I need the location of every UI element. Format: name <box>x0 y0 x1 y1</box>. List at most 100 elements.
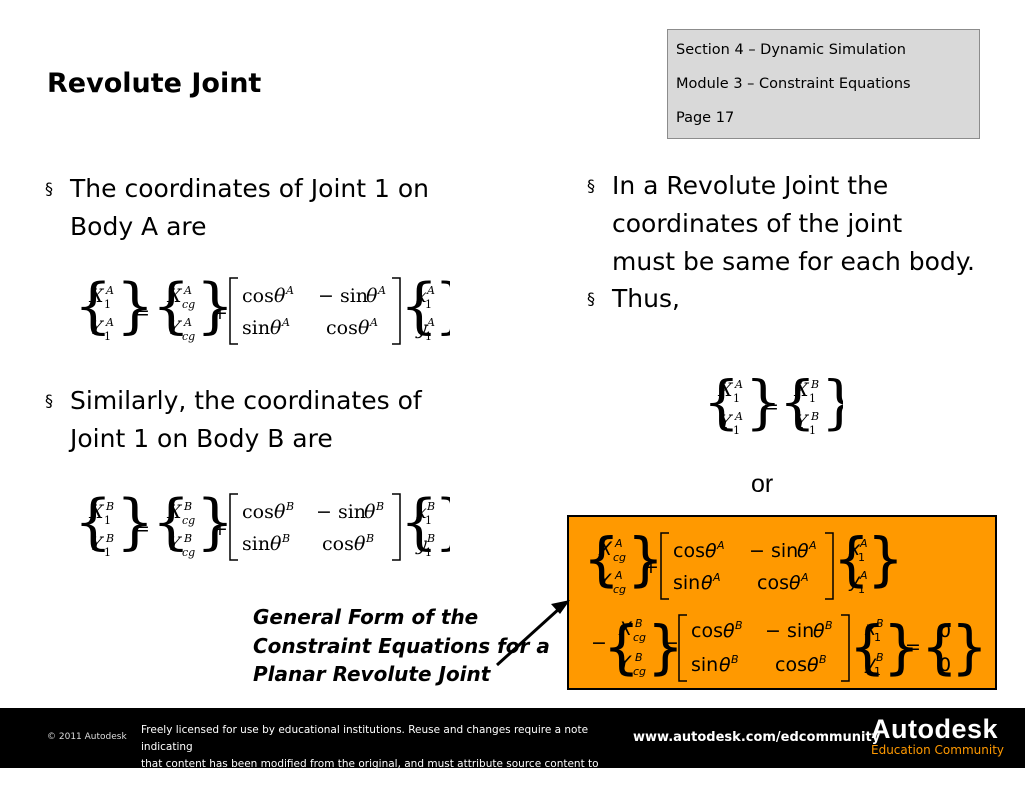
svg-text:1: 1 <box>809 392 816 405</box>
svg-text:1: 1 <box>425 546 432 559</box>
svg-text:X: X <box>598 538 613 560</box>
bullet-line: In a Revolute Joint the <box>612 171 889 200</box>
slide-title: Revolute Joint <box>47 68 262 99</box>
bullet-marker: § <box>587 289 595 308</box>
bullet-marker: § <box>45 179 53 198</box>
svg-text:cg: cg <box>633 665 646 678</box>
svg-text:}: } <box>434 488 450 557</box>
svg-text:Y: Y <box>619 652 632 674</box>
svg-text:+: + <box>212 302 228 324</box>
svg-text:A: A <box>716 539 725 552</box>
svg-text:θ: θ <box>358 317 370 339</box>
section-label: Section 4 – Dynamic Simulation <box>676 42 906 58</box>
svg-text:X: X <box>166 501 183 523</box>
bullet-line: The coordinates of Joint 1 on <box>70 174 429 203</box>
edcommunity-link[interactable]: www.autodesk.com/edcommunity <box>633 730 881 745</box>
svg-text:1: 1 <box>104 298 111 311</box>
svg-text:1: 1 <box>733 392 740 405</box>
svg-text:A: A <box>105 316 114 329</box>
svg-text:A: A <box>614 537 623 550</box>
svg-text:θ: θ <box>813 620 825 642</box>
svg-text:A: A <box>734 378 743 391</box>
svg-text:cos: cos <box>326 317 358 339</box>
bullet-thus: § Thus, <box>587 280 680 318</box>
svg-text:{: { <box>400 488 438 557</box>
bullet-body-b: § Similarly, the coordinates of Joint 1 … <box>45 382 422 458</box>
svg-text:−: − <box>663 632 679 654</box>
svg-text:1: 1 <box>425 514 432 527</box>
svg-text:B: B <box>810 378 819 391</box>
svg-text:cos: cos <box>673 540 705 562</box>
svg-text:θ: θ <box>719 654 731 676</box>
svg-text:θ: θ <box>705 540 717 562</box>
svg-text:}: } <box>821 368 843 436</box>
svg-text:{: { <box>74 488 112 557</box>
svg-text:A: A <box>614 569 623 582</box>
svg-text:A: A <box>281 316 290 329</box>
bullet-line: Similarly, the coordinates of <box>70 386 422 415</box>
svg-text:B: B <box>365 532 374 545</box>
svg-text:}: } <box>745 368 782 436</box>
svg-text:=: = <box>134 302 150 324</box>
svg-text:θ: θ <box>701 572 713 594</box>
svg-text:=: = <box>763 396 779 418</box>
svg-text:X: X <box>793 379 810 401</box>
svg-text:}: } <box>951 613 988 681</box>
svg-text:cg: cg <box>633 631 646 644</box>
svg-text:A: A <box>426 316 435 329</box>
svg-text:B: B <box>825 619 833 632</box>
svg-text:1: 1 <box>104 546 111 559</box>
svg-text:− sin: − sin <box>316 501 366 523</box>
svg-text:{: { <box>833 525 870 593</box>
svg-text:−: − <box>591 632 607 654</box>
svg-text:Y: Y <box>168 533 183 555</box>
svg-text:Y: Y <box>795 411 810 433</box>
svg-text:θ: θ <box>354 533 366 555</box>
svg-text:θ: θ <box>789 572 801 594</box>
svg-text:sin: sin <box>242 533 270 555</box>
svg-text:{: { <box>400 272 438 341</box>
svg-text:{: { <box>849 613 886 681</box>
svg-text:A: A <box>285 284 294 297</box>
svg-text:B: B <box>426 532 435 545</box>
svg-text:y: y <box>864 652 877 674</box>
svg-text:Y: Y <box>90 317 105 339</box>
bullet-marker: § <box>587 176 595 195</box>
svg-text:cos: cos <box>775 654 807 676</box>
svg-text:X: X <box>88 501 105 523</box>
bullet-line: Joint 1 on Body B are <box>70 424 333 453</box>
svg-text:cg: cg <box>613 551 626 564</box>
svg-text:}: } <box>116 272 154 341</box>
caption-line: Planar Revolute Joint <box>253 662 491 686</box>
svg-text:1: 1 <box>425 330 432 343</box>
svg-text:{: { <box>779 368 816 436</box>
svg-text:x: x <box>416 501 427 523</box>
svg-text:cg: cg <box>182 514 195 527</box>
bullet-body-a: § The coordinates of Joint 1 on Body A a… <box>45 170 429 246</box>
svg-text:θ: θ <box>366 285 378 307</box>
svg-text:=: = <box>905 636 921 658</box>
page-label: Page 17 <box>676 110 735 126</box>
svg-text:}: } <box>196 488 234 557</box>
license-line: Freely licensed for use by educational i… <box>141 724 589 753</box>
svg-text:B: B <box>635 617 643 630</box>
svg-text:{: { <box>152 488 190 557</box>
svg-text:θ: θ <box>274 285 286 307</box>
svg-text:− sin: − sin <box>318 285 368 307</box>
caption-line: Constraint Equations for a <box>253 633 550 658</box>
svg-text:θ: θ <box>364 501 376 523</box>
module-label: Module 3 – Constraint Equations <box>676 76 911 92</box>
svg-text:}: } <box>196 272 234 341</box>
equation-equality: { X1A Y1A } = { X1B Y1B } <box>703 368 843 437</box>
bullet-line: must be same for each body. <box>612 247 975 276</box>
svg-text:B: B <box>183 532 192 545</box>
general-form-caption: General Form of the Constraint Equations… <box>253 603 550 689</box>
svg-text:B: B <box>876 617 884 630</box>
svg-text:x: x <box>416 285 427 307</box>
svg-text:B: B <box>819 653 827 666</box>
svg-text:cg: cg <box>182 298 195 311</box>
svg-text:cos: cos <box>757 572 789 594</box>
copyright-text: © 2011 Autodesk <box>47 732 127 742</box>
